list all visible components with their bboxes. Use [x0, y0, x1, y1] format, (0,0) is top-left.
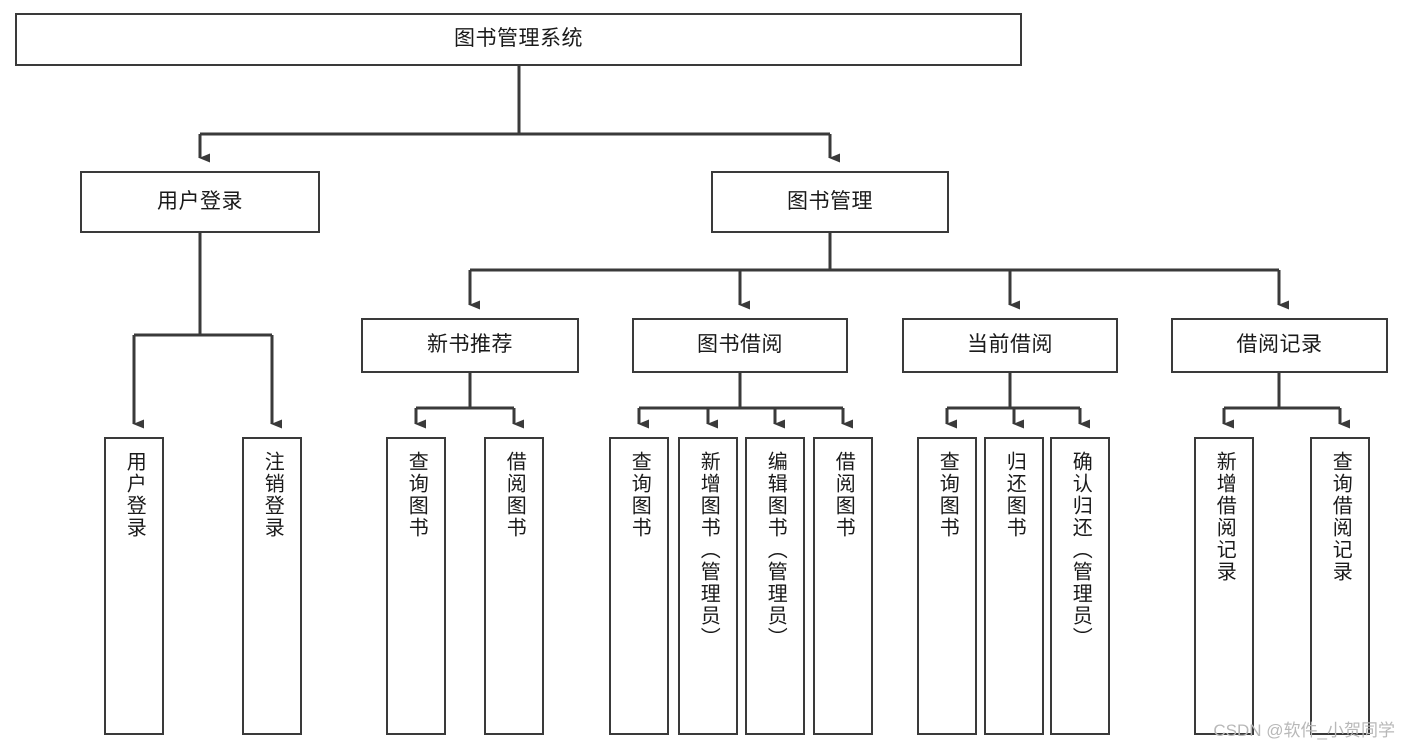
node-leaf-return-book[interactable]: 归还图书	[984, 437, 1044, 735]
node-book-manage-label: 图书管理	[787, 189, 873, 213]
node-book-borrow[interactable]: 图书借阅	[632, 318, 848, 373]
node-leaf-edit-book-admin-label: 编辑图书（管理员）	[764, 451, 787, 649]
node-user-login[interactable]: 用户登录	[80, 171, 320, 233]
node-leaf-query-book-current[interactable]: 查询图书	[917, 437, 977, 735]
node-current-borrow[interactable]: 当前借阅	[902, 318, 1118, 373]
node-leaf-return-book-label: 归还图书	[1003, 451, 1026, 539]
node-leaf-borrow-book-rec-label: 借阅图书	[503, 451, 526, 539]
node-book-borrow-label: 图书借阅	[697, 333, 783, 357]
node-leaf-query-book-current-label: 查询图书	[936, 451, 959, 539]
node-borrow-record-label: 借阅记录	[1236, 333, 1323, 357]
node-leaf-user-login-label: 用户登录	[123, 451, 146, 539]
node-leaf-confirm-return-admin-label: 确认归还（管理员）	[1069, 451, 1092, 649]
node-leaf-confirm-return-admin[interactable]: 确认归还（管理员）	[1050, 437, 1110, 735]
node-user-login-label: 用户登录	[157, 189, 243, 213]
node-root-label: 图书管理系统	[454, 27, 583, 51]
node-leaf-add-book-admin[interactable]: 新增图书（管理员）	[678, 437, 738, 735]
node-leaf-query-book-rec-label: 查询图书	[405, 451, 428, 539]
node-leaf-query-borrow-record-label: 查询借阅记录	[1329, 451, 1352, 583]
node-leaf-query-book-rec[interactable]: 查询图书	[386, 437, 446, 735]
node-leaf-edit-book-admin[interactable]: 编辑图书（管理员）	[745, 437, 805, 735]
node-leaf-add-book-admin-label: 新增图书（管理员）	[697, 451, 720, 649]
node-leaf-add-borrow-record[interactable]: 新增借阅记录	[1194, 437, 1254, 735]
node-book-manage[interactable]: 图书管理	[711, 171, 949, 233]
node-current-borrow-label: 当前借阅	[967, 333, 1053, 357]
node-leaf-borrow-book-rec[interactable]: 借阅图书	[484, 437, 544, 735]
node-new-book-recommend-label: 新书推荐	[427, 333, 513, 357]
node-leaf-borrow-book[interactable]: 借阅图书	[813, 437, 873, 735]
node-leaf-logout-login[interactable]: 注销登录	[242, 437, 302, 735]
node-leaf-borrow-book-label: 借阅图书	[832, 451, 855, 539]
node-leaf-query-borrow-record[interactable]: 查询借阅记录	[1310, 437, 1370, 735]
node-leaf-query-book-borrow[interactable]: 查询图书	[609, 437, 669, 735]
node-borrow-record[interactable]: 借阅记录	[1171, 318, 1388, 373]
node-leaf-add-borrow-record-label: 新增借阅记录	[1213, 451, 1236, 583]
node-new-book-recommend[interactable]: 新书推荐	[361, 318, 579, 373]
node-root[interactable]: 图书管理系统	[15, 13, 1022, 66]
csdn-watermark: CSDN @软件_小贺同学	[1213, 721, 1395, 740]
node-leaf-query-book-borrow-label: 查询图书	[628, 451, 651, 539]
node-leaf-logout-login-label: 注销登录	[261, 451, 284, 539]
node-leaf-user-login[interactable]: 用户登录	[104, 437, 164, 735]
